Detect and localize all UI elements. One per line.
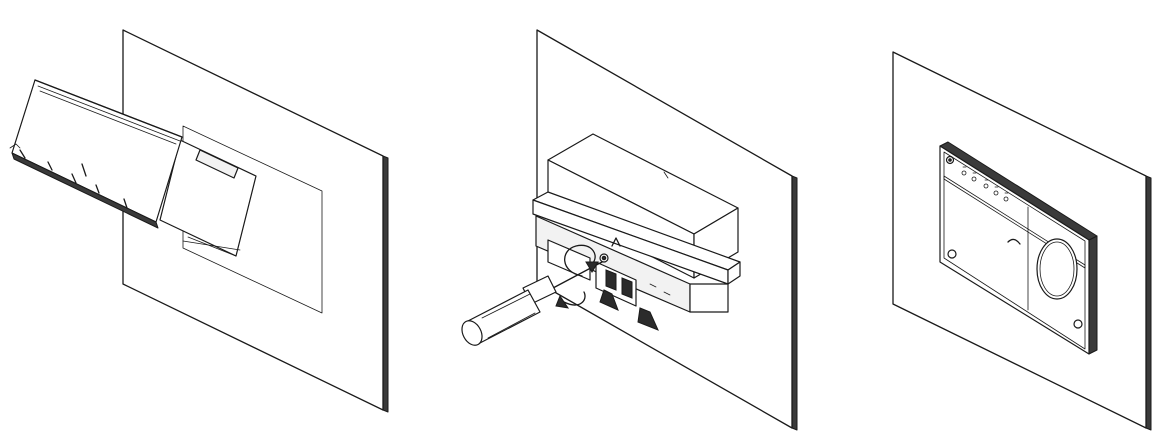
cover-panel <box>9 79 183 229</box>
screw-hole-right <box>1073 319 1083 329</box>
terminal-block <box>547 237 671 331</box>
dial-icon <box>1036 238 1078 300</box>
step-3-finished <box>892 51 1152 431</box>
mounting-band <box>532 191 741 313</box>
mount-frame-1 <box>159 139 257 257</box>
rotate-arrow-icon <box>555 244 599 309</box>
controller-front <box>939 141 1098 355</box>
screw-hole-left <box>947 249 957 259</box>
status-lights <box>961 166 1009 202</box>
step-1-open-cover <box>9 29 389 413</box>
step-2-fix-screw <box>461 29 798 431</box>
logo-icon <box>1007 238 1021 245</box>
